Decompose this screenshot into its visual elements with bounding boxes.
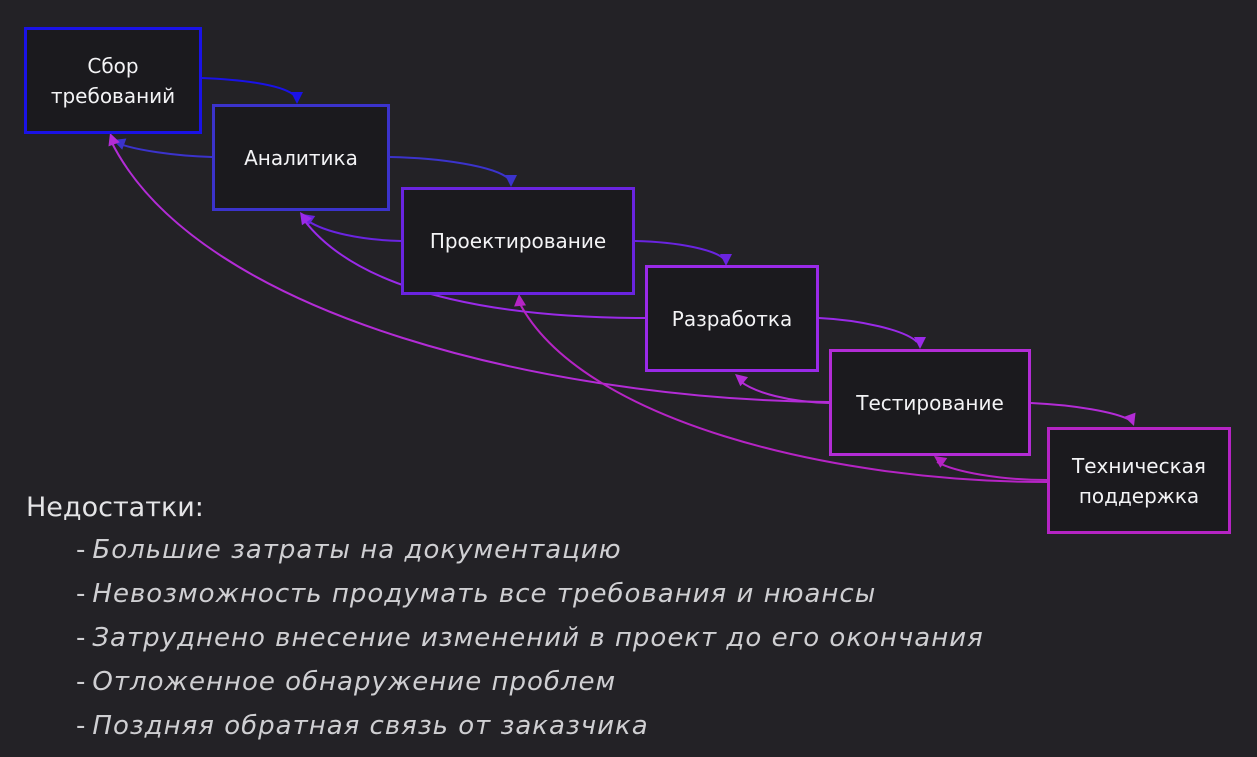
bullet-dash: - [76,535,87,565]
drawbacks-section: Недостатки: -Большие затраты на документ… [26,488,984,748]
arrowhead-back-5-2 [514,294,527,307]
drawback-item: -Большие затраты на документацию [76,528,984,572]
bullet-dash: - [76,579,87,609]
stage-design[interactable]: Проектирование [401,187,635,295]
connection-forward-2-3 [634,240,725,260]
bullet-dash: - [76,667,87,697]
stage-development[interactable]: Разработка [645,265,819,372]
stage-analysis[interactable]: Аналитика [212,104,390,211]
arrowhead-back-4-0 [108,133,120,147]
drawback-text: Поздняя обратная связь от заказчика [92,711,649,741]
connection-back-3-1 [303,219,646,319]
arrowhead-back-3-1 [300,212,312,226]
connection-back-2-1 [307,220,402,242]
connection-back-5-4 [936,461,1048,481]
connection-back-1-0 [116,142,213,158]
drawback-item: -Отложенное обнаружение проблем [76,660,984,704]
stage-requirements-gathering[interactable]: Сбор требований [24,27,202,134]
stage-testing[interactable]: Тестирование [829,349,1031,456]
drawback-item: -Невозможность продумать все требования … [76,572,984,616]
drawback-text: Затруднено внесение изменений в проект д… [92,623,984,653]
arrowhead-back-4-3 [735,374,749,387]
drawbacks-title: Недостатки: [26,492,204,523]
drawback-text: Отложенное обнаружение проблем [92,667,617,697]
drawbacks-list: -Большие затраты на документацию -Невозм… [26,528,984,748]
bullet-dash: - [76,623,87,653]
stage-technical-support[interactable]: Техническая поддержка [1047,427,1231,534]
connection-back-5-2 [518,301,1048,483]
drawback-text: Невозможность продумать все требования и… [92,579,877,609]
bullet-dash: - [76,711,87,741]
connection-back-4-0 [110,140,830,403]
drawback-item: -Поздняя обратная связь от заказчика [76,704,984,748]
connection-forward-1-2 [389,156,510,180]
arrowhead-forward-1-2 [505,175,517,187]
connection-forward-4-5 [1030,402,1131,421]
arrowhead-forward-2-3 [720,254,732,266]
drawback-item: -Затруднено внесение изменений в проект … [76,616,984,660]
arrowhead-forward-3-4 [914,337,926,349]
arrowhead-forward-0-1 [291,92,303,104]
arrowhead-back-5-4 [934,456,948,468]
arrowhead-forward-4-5 [1124,412,1136,426]
drawback-text: Большие затраты на документацию [92,535,622,565]
connection-forward-3-4 [818,317,918,343]
connection-forward-0-1 [201,77,296,97]
